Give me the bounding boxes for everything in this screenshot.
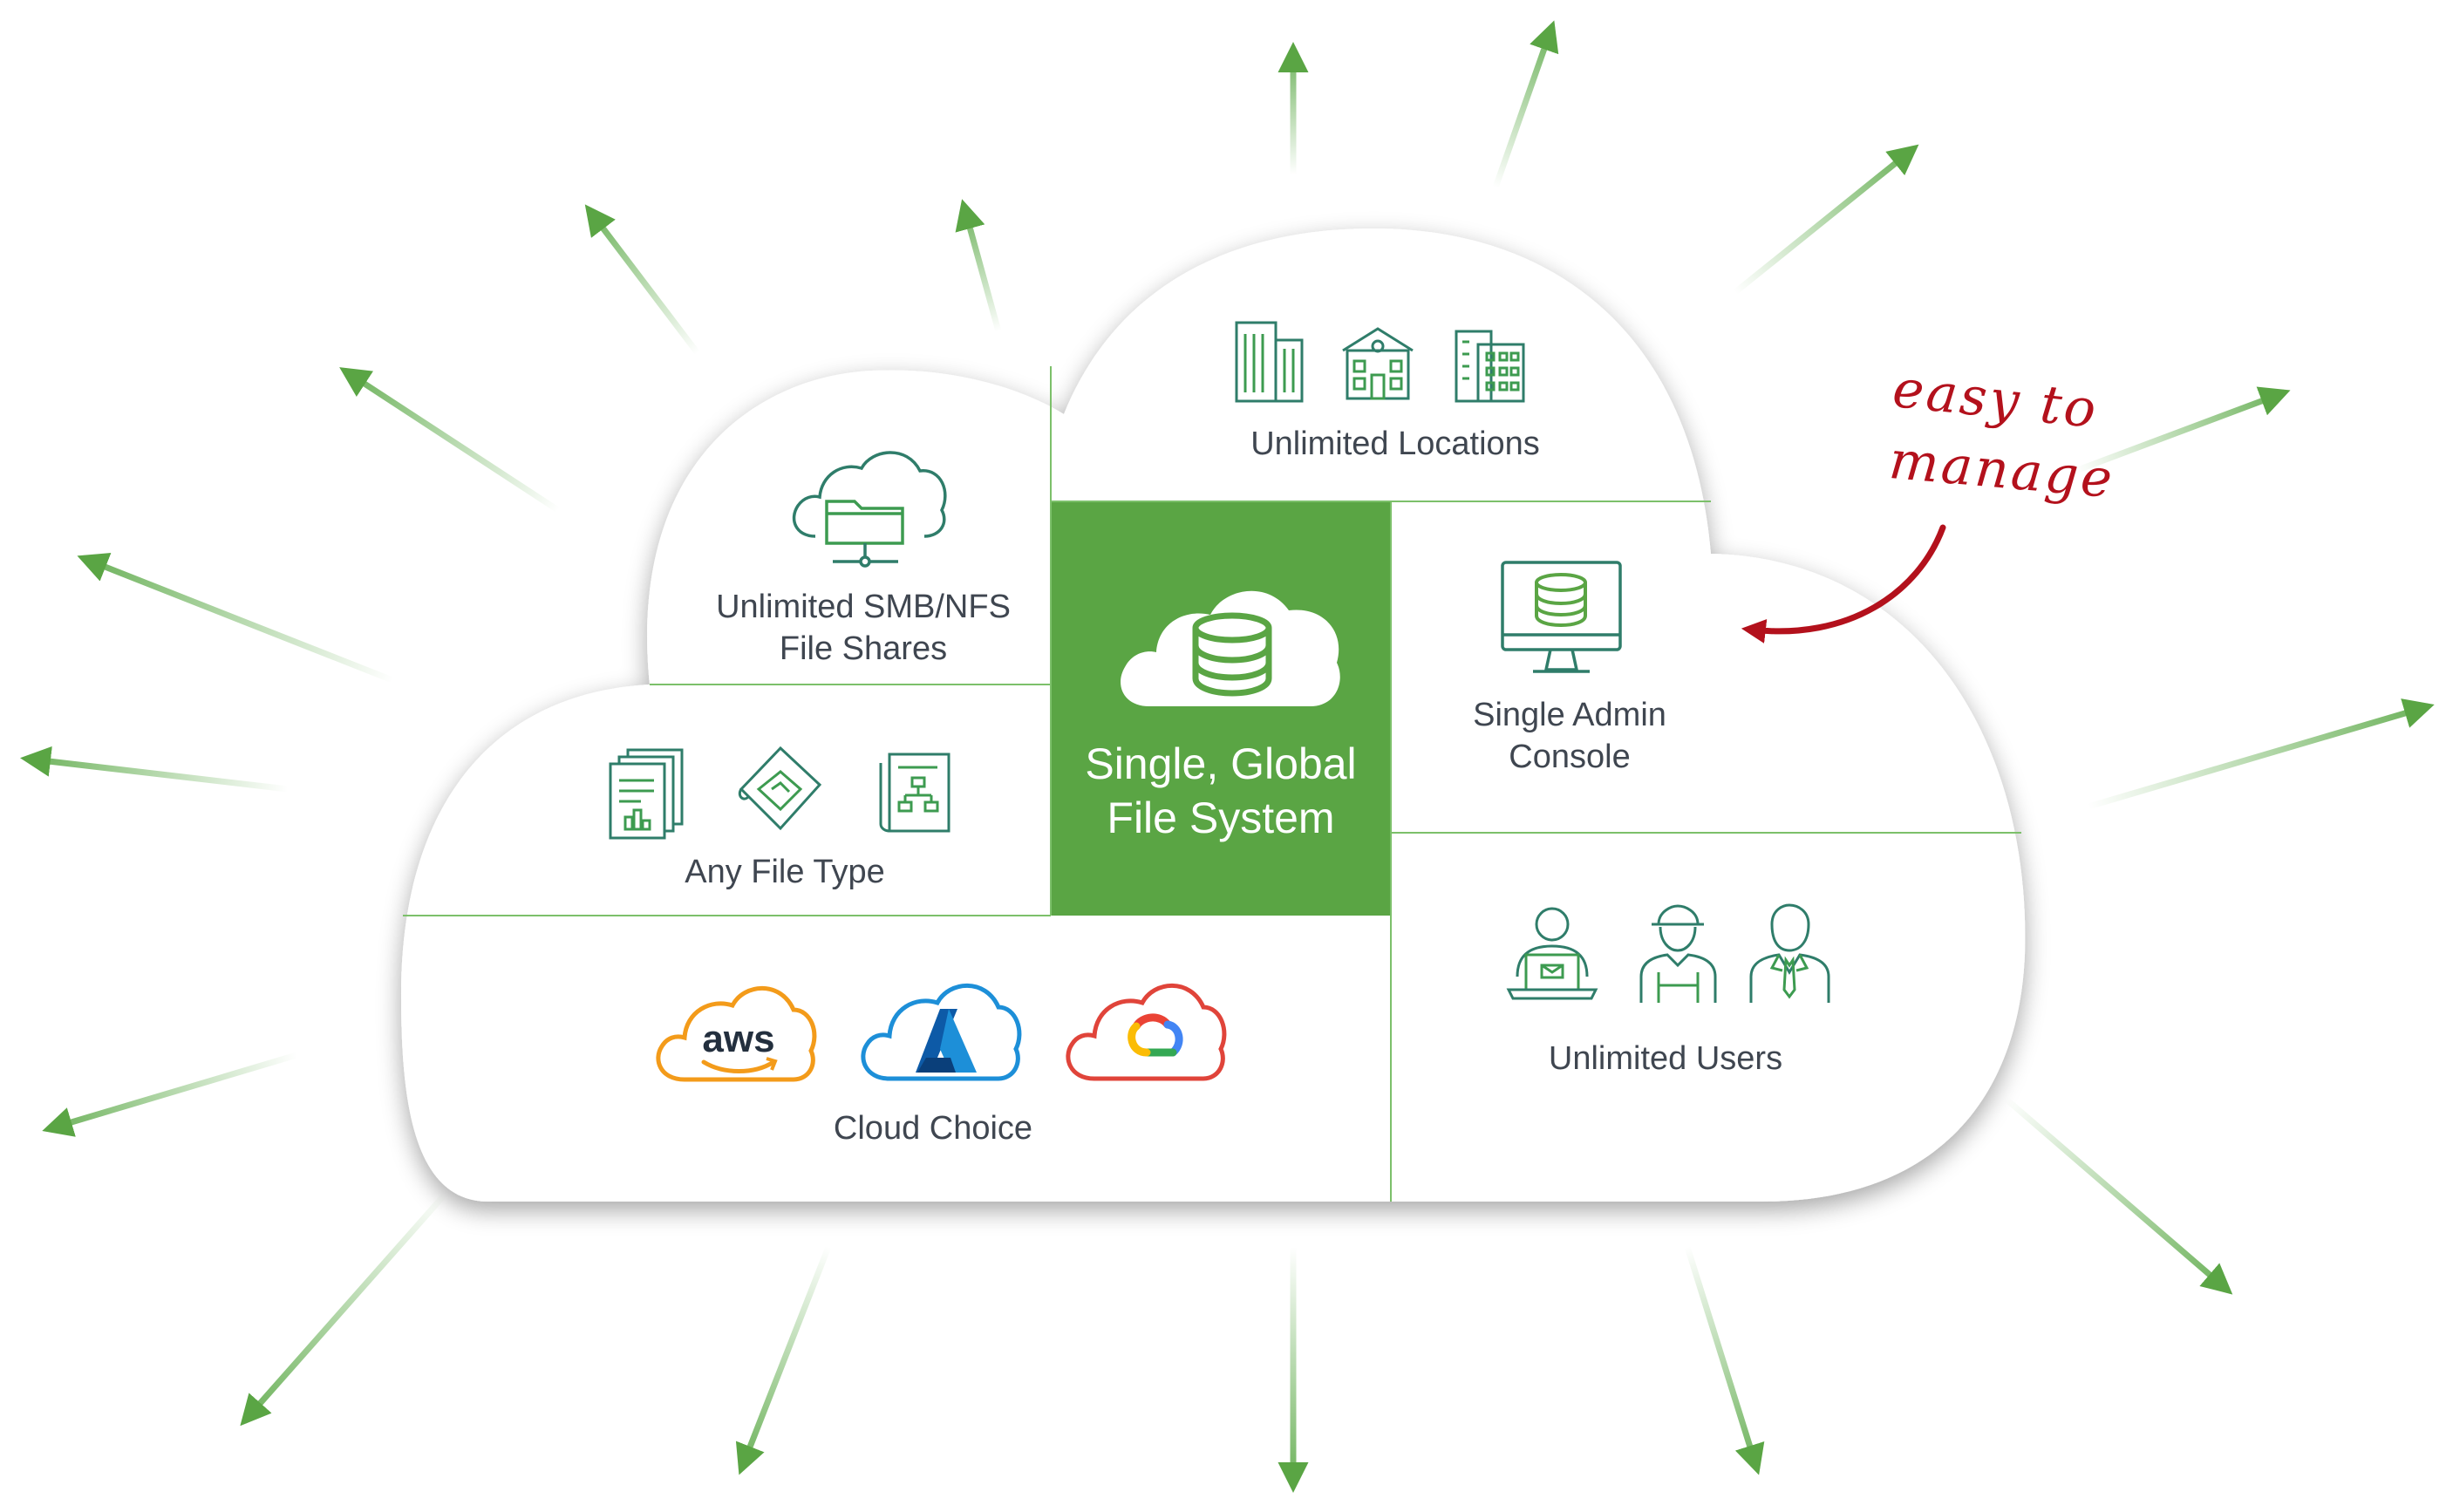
users-label-text: Unlimited Users [1548, 1040, 1783, 1077]
office-building-icon [1235, 321, 1304, 403]
google-cloud-icon [1066, 984, 1227, 1081]
admin-console-label: Single Admin Console [1352, 694, 1788, 778]
radiating-arrow [42, 1052, 298, 1137]
aws-logo-text: aws [702, 1018, 774, 1060]
admin-console-label-line1: Single Admin [1473, 697, 1666, 733]
file-shares-label-line1: Unlimited SMB/NFS [716, 589, 1011, 625]
house-building-icon [1342, 327, 1414, 400]
file-shares-label: Unlimited SMB/NFS File Shares [645, 586, 1081, 670]
locations-label: Unlimited Locations [1160, 423, 1631, 465]
aws-cloud-icon: aws [656, 986, 817, 1082]
business-person-icon [1749, 903, 1830, 1003]
center-block [1051, 501, 1391, 916]
radiating-arrow [2074, 386, 2291, 474]
blueprint-icon [738, 746, 822, 831]
construction-worker-icon [1639, 904, 1717, 1003]
radiating-arrow [955, 199, 1002, 332]
flowchart-document-icon [879, 753, 950, 833]
radiating-arrow [20, 746, 289, 793]
center-label-line1: Single, Global [1085, 739, 1357, 788]
radiating-arrow [77, 552, 394, 684]
cloud-folder-icon [792, 451, 947, 568]
cloud-choice-label-text: Cloud Choice [833, 1110, 1033, 1147]
office-worker-icon [1506, 907, 1598, 1000]
azure-cloud-icon [861, 984, 1022, 1081]
cloud-choice-label: Cloud Choice [715, 1107, 1151, 1149]
users-label: Unlimited Users [1448, 1038, 1884, 1080]
radiating-arrow [240, 1192, 447, 1427]
radiating-arrow [584, 204, 700, 356]
apartment-building-icon [1455, 330, 1525, 403]
annotation-arrow [1741, 524, 1946, 644]
file-types-label: Any File Type [567, 851, 1003, 893]
locations-label-text: Unlimited Locations [1250, 426, 1540, 462]
center-label: Single, Global File System [1051, 737, 1391, 845]
center-label-line2: File System [1107, 793, 1335, 842]
radiating-arrow [1684, 1245, 1765, 1475]
file-types-label-text: Any File Type [685, 854, 885, 890]
cloud-database-icon [1121, 590, 1340, 706]
radiating-arrow [2088, 698, 2435, 810]
document-stack-icon [609, 748, 684, 840]
section-dividers [403, 366, 2021, 1202]
radiating-arrow [1492, 20, 1559, 189]
radiating-arrows [20, 20, 2435, 1493]
file-shares-label-line2: File Shares [779, 630, 948, 667]
radiating-arrow [339, 367, 560, 513]
radiating-arrow [1733, 144, 1919, 295]
admin-console-monitor-icon [1501, 561, 1622, 673]
radiating-arrow [2003, 1096, 2233, 1295]
admin-console-label-line2: Console [1509, 739, 1631, 775]
radiating-arrow [735, 1245, 832, 1475]
